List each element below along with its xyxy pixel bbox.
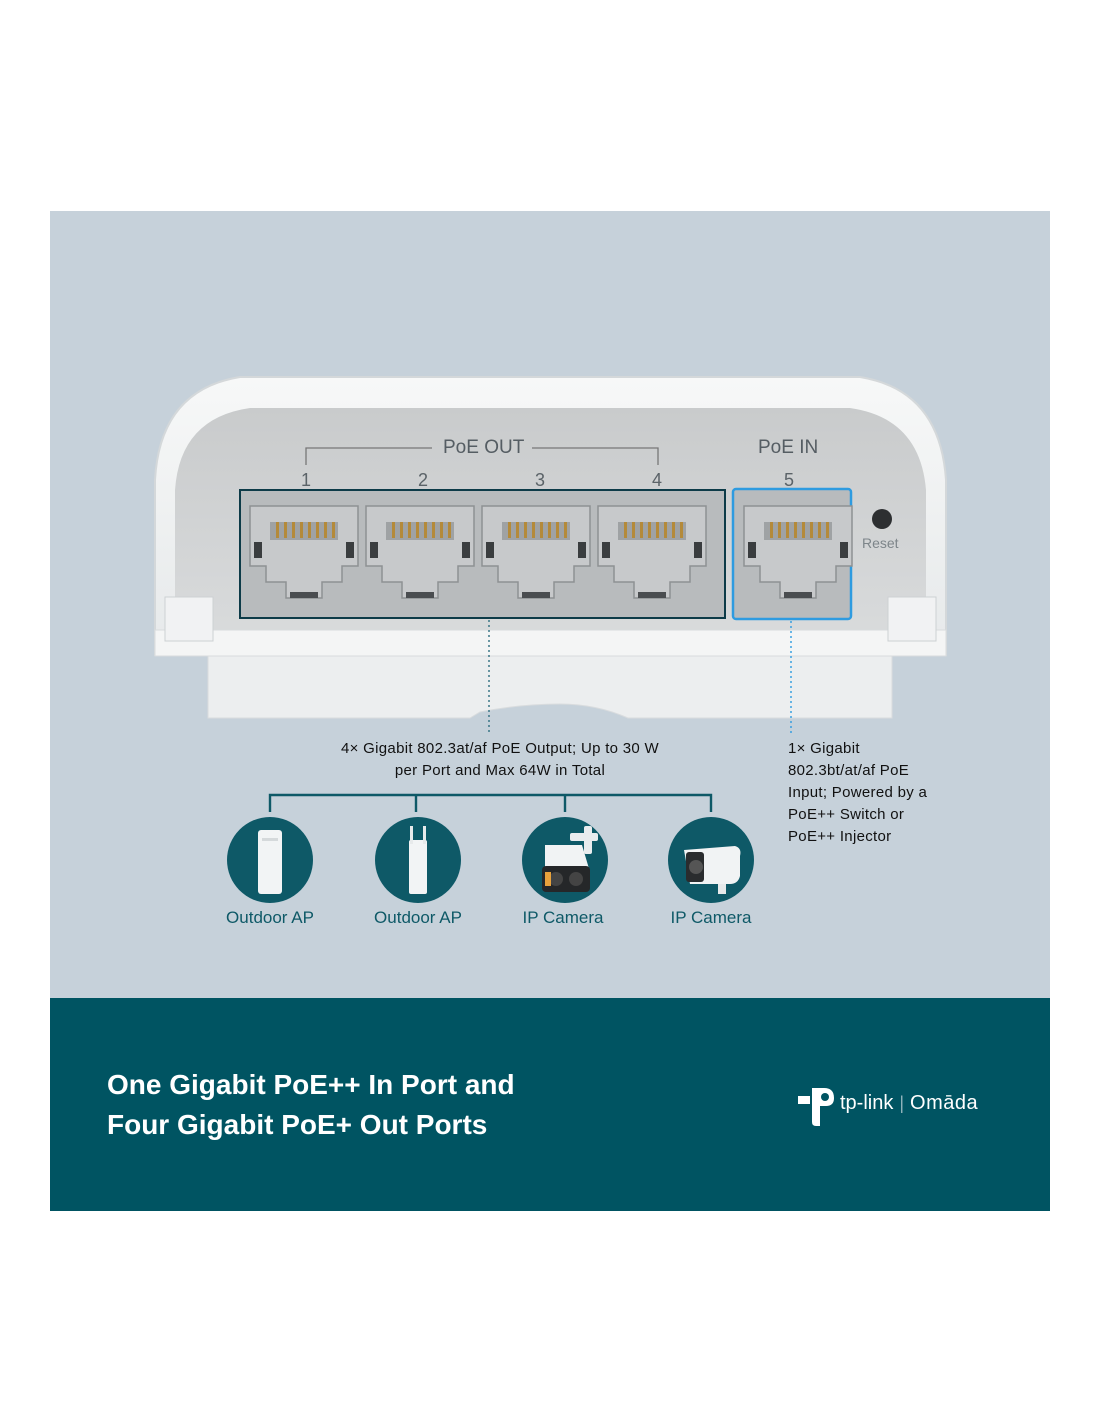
headline: One Gigabit PoE++ In Port and Four Gigab…: [107, 1065, 515, 1145]
tp-link-logo-icon: [798, 1088, 834, 1126]
rj45-port-2: [365, 505, 475, 599]
bullet-camera-icon: [668, 817, 754, 903]
poe-out-label: PoE OUT: [443, 437, 525, 458]
port-number-1: 1: [300, 470, 311, 490]
rj45-port-3: [481, 505, 591, 599]
headline-line-1: One Gigabit PoE++ In Port and: [107, 1069, 515, 1100]
device-label-outdoor-ap-2: Outdoor AP: [374, 908, 462, 927]
rj45-port-4: [597, 505, 707, 599]
rj45-port-1: [249, 505, 359, 599]
device-label-outdoor-ap-1: Outdoor AP: [226, 908, 314, 927]
port-number-4: 4: [651, 470, 662, 490]
sub-brand-name: Omāda: [910, 1092, 979, 1114]
poe-in-description-line: PoE++ Injector: [788, 828, 892, 845]
poe-out-bracket: [305, 447, 659, 465]
dual-lens-camera-icon: [522, 817, 608, 903]
housing-bottom: [207, 639, 893, 719]
switch-illustration: [154, 376, 947, 903]
poe-in-description-line: Input; Powered by a: [788, 784, 928, 801]
device-label-ip-camera-1: IP Camera: [522, 908, 604, 927]
footer-banner: [50, 998, 1050, 1211]
outdoor-ap-antenna-icon: [375, 817, 461, 903]
poe-out-description: 4× Gigabit 802.3at/af PoE Output; Up to …: [341, 740, 659, 779]
poe-in-description-line: PoE++ Switch or: [788, 806, 905, 823]
poe-in-label: PoE IN: [758, 437, 819, 458]
port-number-5: 5: [783, 470, 794, 490]
headline-line-2: Four Gigabit PoE+ Out Ports: [107, 1109, 488, 1140]
brand-name: tp-link: [840, 1092, 894, 1114]
rj45-port-5: [743, 505, 853, 599]
port-number-3: 3: [534, 470, 545, 490]
reset-label: Reset: [862, 535, 899, 551]
brand-separator: |: [899, 1093, 905, 1113]
outdoor-ap-icon: [227, 817, 313, 903]
device-label-ip-camera-2: IP Camera: [670, 908, 752, 927]
poe-in-description: 1× Gigabit 802.3bt/at/af PoE Input; Powe…: [788, 738, 978, 848]
poe-in-description-line: 1× Gigabit: [788, 740, 860, 757]
reset-button: [872, 509, 892, 529]
device-connector-tree: [268, 793, 713, 812]
brand-wordmark: tp-link|Omāda: [840, 1092, 978, 1115]
poe-in-description-line: 802.3bt/at/af PoE: [788, 762, 910, 779]
port-number-2: 2: [417, 470, 428, 490]
